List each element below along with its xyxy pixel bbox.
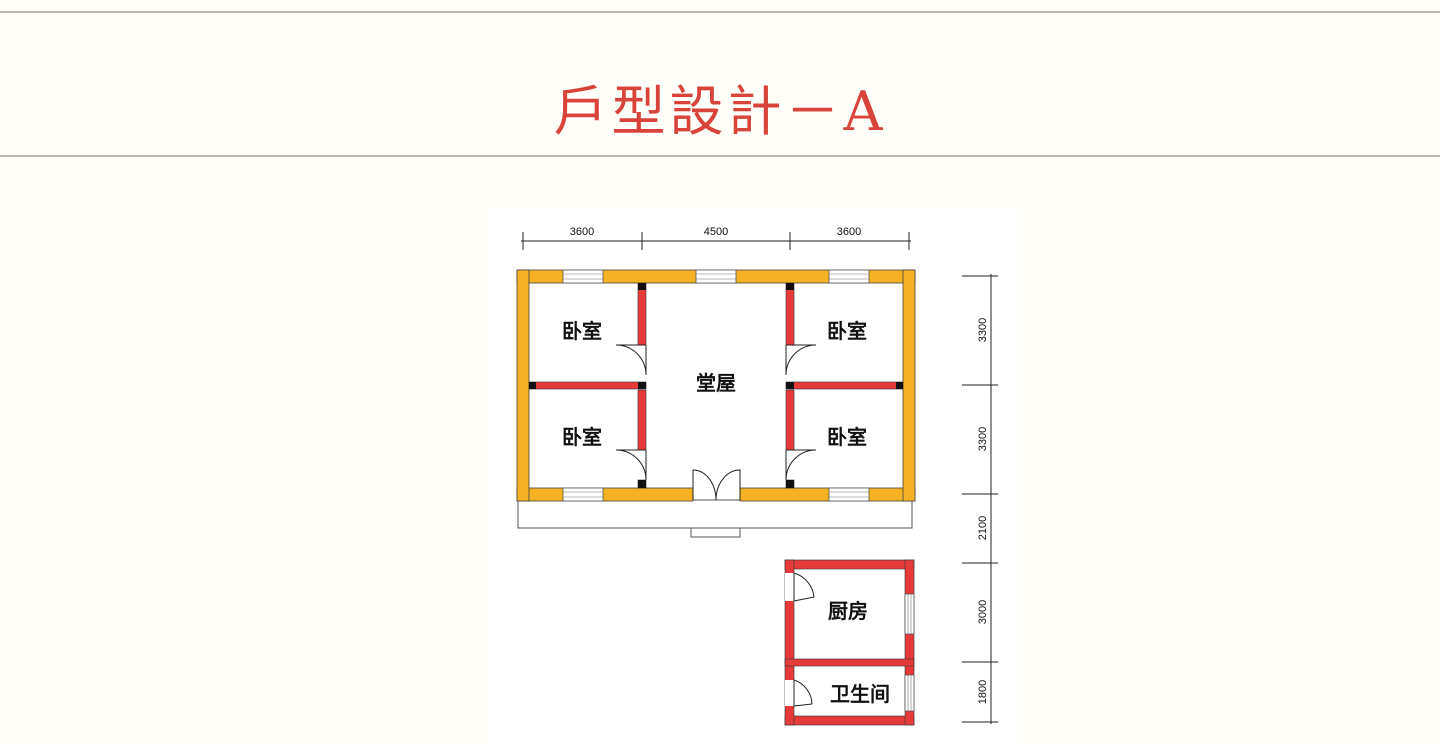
dim-top-2: 4500 [704,226,728,238]
window-glazing-lines [563,273,869,498]
plan-sheet [490,208,1018,744]
room-label-bedroom-bottom-right: 卧室 [827,425,867,449]
room-label-bedroom-bottom-left: 卧室 [562,425,602,449]
right-dimension-chain [962,274,998,724]
dim-right-1: 3300 [977,318,989,342]
top-dimension-chain [521,232,911,250]
porch [517,499,913,529]
windows-main [562,269,870,502]
dim-right-4: 3000 [977,600,989,624]
dim-top-3: 3600 [837,226,861,238]
exterior-walls [516,269,916,502]
header-top-rule [0,11,1440,13]
dim-right-5: 1800 [977,680,989,704]
room-label-bedroom-top-left: 卧室 [562,319,602,343]
dim-top-1: 3600 [570,226,594,238]
windows-annex [904,593,915,712]
dim-right-3: 2100 [977,516,989,540]
room-label-bedroom-top-right: 卧室 [827,319,867,343]
entry-step [690,527,741,538]
annex-window-glazing [907,594,912,711]
room-label-bathroom: 卫生间 [830,682,890,706]
room-label-main-hall: 堂屋 [696,371,736,395]
page-title: 戶型設計－A [553,80,887,144]
doors-annex [785,572,815,707]
header-bottom-rule [0,155,1440,157]
room-label-kitchen: 厨房 [828,599,868,623]
annex-walls [784,559,915,726]
doors-main [615,344,817,501]
columns [529,283,903,488]
dim-right-2: 3300 [977,427,989,451]
